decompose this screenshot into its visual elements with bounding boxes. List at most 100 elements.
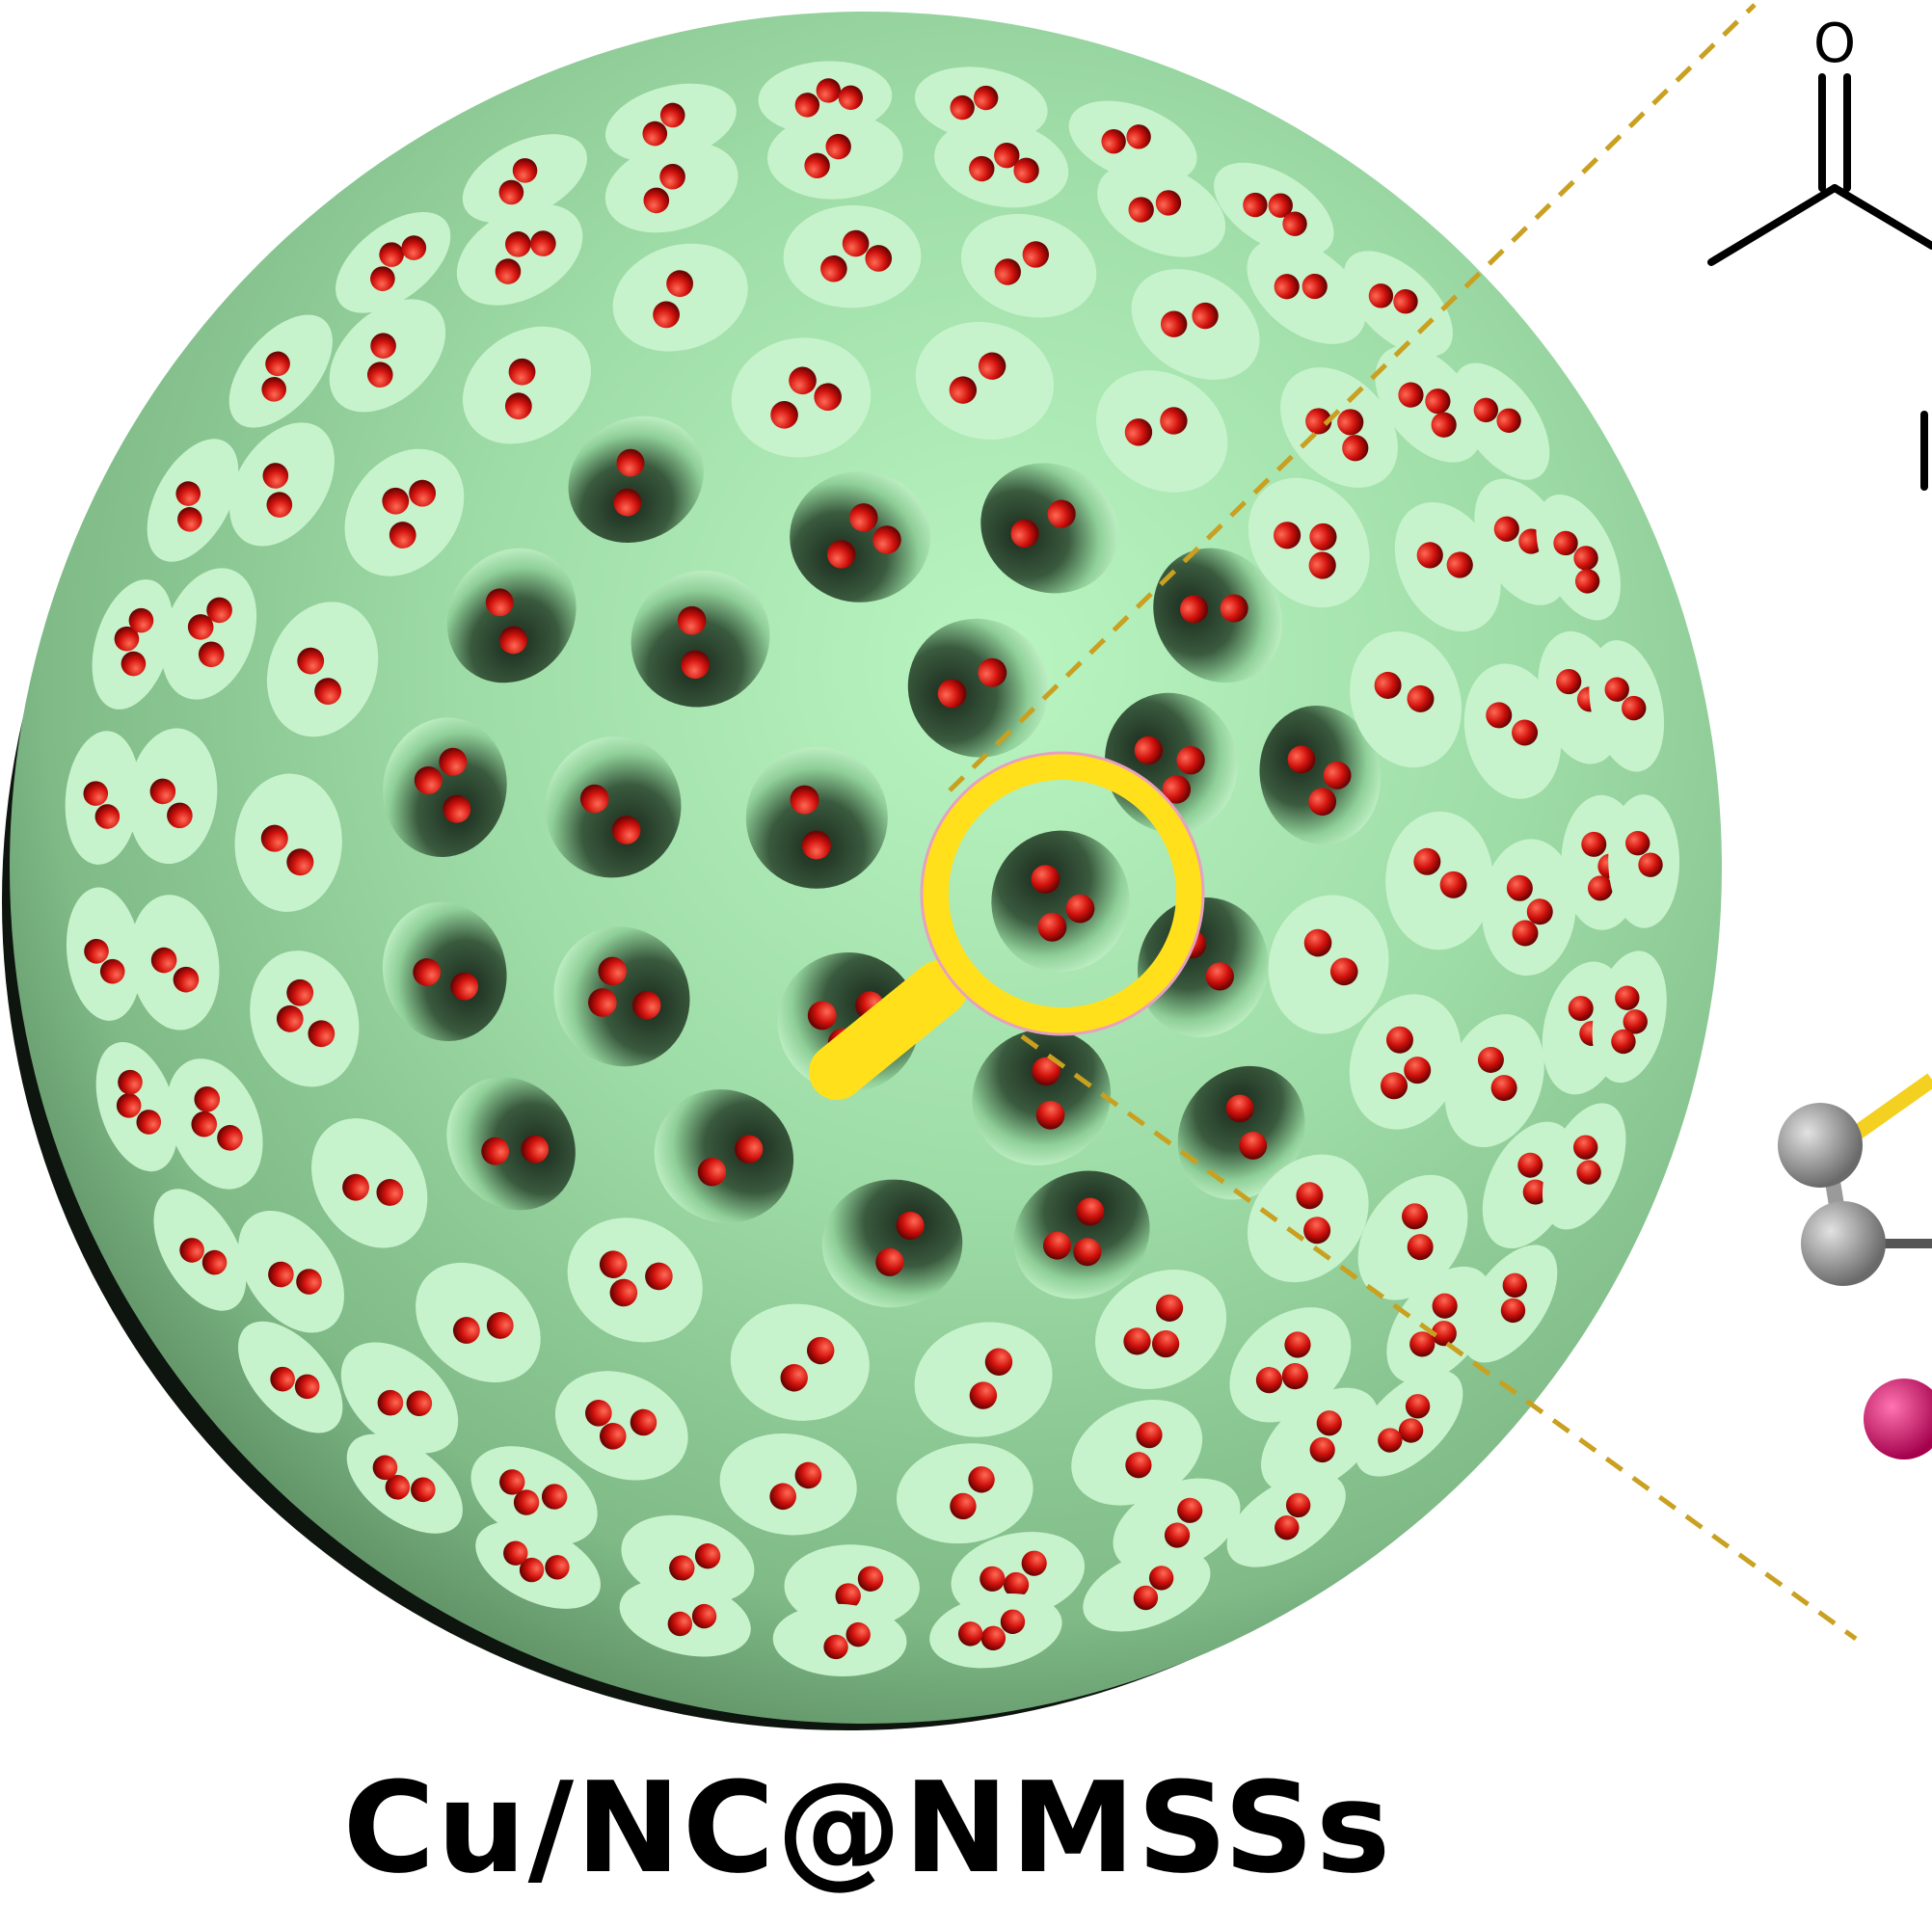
pore [266, 602, 379, 737]
copper-nanoparticle [804, 152, 830, 179]
copper-nanoparticle [630, 1408, 657, 1436]
pore-opening [1385, 811, 1493, 951]
copper-nanoparticle [1010, 519, 1039, 549]
pore [1177, 1065, 1305, 1200]
copper-nanoparticle [1486, 702, 1513, 729]
copper-nanoparticle [401, 235, 427, 260]
copper-nanoparticle [691, 1603, 717, 1629]
copper-nanoparticle [1303, 928, 1332, 957]
copper-nanoparticle [957, 1621, 983, 1647]
copper-nanoparticle [262, 463, 289, 489]
copper-nanoparticle [1047, 499, 1076, 528]
pore [1355, 1370, 1463, 1477]
pore [568, 415, 704, 543]
pore [416, 1262, 541, 1382]
copper-nanoparticle [389, 522, 416, 549]
copper-nanoparticle [734, 1135, 764, 1164]
copper-nanoparticle [1604, 677, 1629, 702]
copper-nanoparticle [1611, 1029, 1636, 1055]
pore [1214, 162, 1334, 256]
pore-opening [790, 470, 931, 602]
copper-nanoparticle [261, 377, 286, 402]
copper-nanoparticle [1124, 418, 1153, 446]
copper-nanoparticle [1374, 671, 1402, 699]
copper-nanoparticle [950, 94, 975, 120]
copper-nanoparticle [1638, 852, 1663, 877]
copper-nanoparticle [414, 765, 443, 794]
copper-nanoparticle [875, 1247, 904, 1276]
copper-nanoparticle [1381, 1072, 1409, 1100]
copper-nanoparticle [1177, 1497, 1203, 1523]
copper-nanoparticle [849, 503, 878, 532]
copper-nanoparticle [177, 507, 202, 532]
copper-nanoparticle [296, 1269, 322, 1295]
copper-nanoparticle [1164, 1522, 1191, 1548]
pore [383, 717, 507, 858]
copper-nanoparticle [1556, 668, 1582, 695]
copper-nanoparticle [807, 1001, 837, 1031]
copper-nanoparticle [187, 614, 214, 640]
copper-nanoparticle [1404, 1057, 1432, 1084]
pore-group [65, 61, 1680, 1676]
copper-nanoparticle [801, 830, 831, 860]
copper-nanoparticle [1623, 1009, 1648, 1034]
copper-nanoparticle [499, 1469, 525, 1495]
copper-nanoparticle [820, 254, 847, 282]
copper-nanoparticle [823, 1634, 848, 1660]
pore-opening [731, 337, 872, 458]
pore [767, 113, 903, 200]
copper-nanoparticle [835, 1583, 861, 1609]
pore [1068, 100, 1197, 183]
pore [604, 83, 737, 163]
pink-atom [1864, 1379, 1932, 1459]
copper-nanoparticle [173, 966, 200, 993]
copper-nanoparticle [268, 1261, 294, 1288]
pore [161, 568, 257, 700]
copper-nanoparticle [794, 1461, 822, 1489]
ball-stick-model [1778, 1073, 1932, 1459]
copper-nanoparticle [1003, 1571, 1030, 1598]
pore-opening [311, 1118, 428, 1248]
copper-nanoparticle [1506, 874, 1533, 901]
pore-opening [991, 830, 1130, 973]
copper-nanoparticle [1493, 516, 1519, 542]
copper-nanoparticle [1309, 522, 1337, 551]
c-c-bond-right [1831, 184, 1932, 250]
copper-nanoparticle [443, 794, 471, 823]
pore [745, 746, 888, 889]
pore [127, 728, 218, 865]
copper-nanoparticle [495, 258, 522, 284]
copper-nanoparticle [631, 990, 661, 1020]
pore [719, 1433, 857, 1536]
pore [897, 1443, 1033, 1544]
copper-nanoparticle [1574, 569, 1600, 594]
copper-nanoparticle [545, 1555, 570, 1580]
zoom-line-lower [1020, 1033, 1858, 1642]
pore [340, 1342, 459, 1454]
pore [972, 1029, 1112, 1165]
copper-nanoparticle [1152, 1329, 1180, 1358]
copper-nanoparticle [504, 392, 532, 420]
pore [228, 314, 333, 428]
pore-opening [554, 1371, 688, 1481]
copper-nanoparticle [450, 972, 479, 1001]
copper-nanoparticle [84, 938, 109, 964]
copper-nanoparticle [370, 266, 395, 291]
pore-opening [1013, 1170, 1150, 1299]
copper-nanoparticle [937, 679, 967, 709]
copper-nanoparticle [413, 958, 442, 986]
copper-nanoparticle [94, 804, 121, 829]
copper-nanoparticle [1502, 1272, 1528, 1299]
copper-nanoparticle [865, 245, 893, 272]
copper-nanoparticle [1180, 595, 1209, 624]
copper-nanoparticle [579, 784, 609, 814]
copper-nanoparticle [1477, 1046, 1504, 1073]
copper-nanoparticle [1409, 1331, 1436, 1357]
copper-nanoparticle [616, 448, 645, 477]
copper-nanoparticle [382, 487, 410, 515]
pore [346, 1433, 463, 1534]
mesoporous-sphere [2, 12, 1722, 1730]
copper-nanoparticle [121, 651, 147, 677]
pore [1481, 839, 1576, 977]
pore [470, 1446, 598, 1545]
